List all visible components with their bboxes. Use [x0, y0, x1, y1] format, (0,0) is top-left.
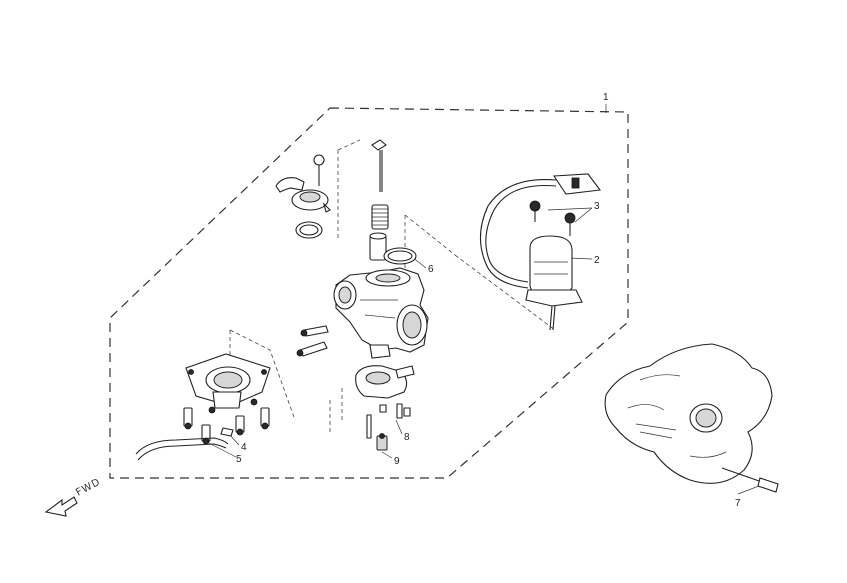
callout-2: 2	[594, 255, 600, 266]
callout-5: 5	[236, 454, 242, 465]
float-bowl	[355, 365, 415, 399]
fwd-arrow	[44, 496, 78, 517]
choke-screws	[529, 200, 576, 236]
o-ring	[383, 247, 417, 265]
adjuster-screws	[296, 325, 329, 357]
callout-8: 8	[404, 432, 410, 443]
callout-9: 9	[394, 456, 400, 467]
fwd-label: FWD	[74, 477, 102, 499]
carburetor-body	[333, 267, 429, 359]
auto-choke	[479, 173, 602, 331]
callout-7: 7	[735, 498, 741, 509]
callout-4: 4	[241, 442, 247, 453]
callout-3: 3	[594, 201, 600, 212]
intake-manifold	[185, 353, 271, 409]
choke-mount-group	[275, 154, 331, 239]
needle-slide-group	[369, 139, 389, 261]
bowl-screws	[366, 403, 411, 451]
callout-6: 6	[428, 264, 434, 275]
vent-hose	[135, 437, 229, 461]
callout-1: 1	[603, 92, 609, 103]
engine-case	[604, 343, 779, 493]
manifold-bolts	[183, 398, 270, 445]
